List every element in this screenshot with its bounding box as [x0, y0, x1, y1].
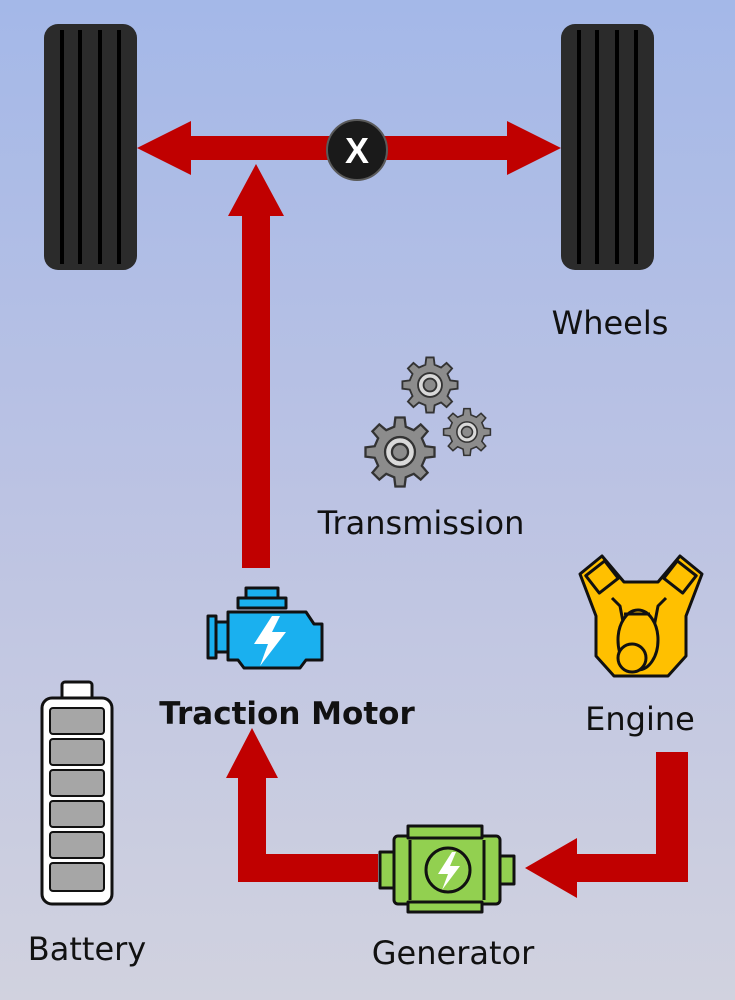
battery-icon — [40, 680, 114, 906]
generator-label: Generator — [371, 934, 535, 972]
traction-motor-label: Traction Motor — [159, 696, 415, 732]
axle-disconnect-marker: X — [326, 119, 388, 181]
engine-label: Engine — [585, 700, 695, 738]
transmission-label: Transmission — [317, 504, 525, 542]
generator-icon — [378, 824, 516, 914]
engine-to-generator-arrow — [525, 752, 688, 898]
axle-marker-text: X — [345, 130, 369, 171]
right-tire-icon — [561, 24, 654, 270]
left-tire-icon — [44, 24, 137, 270]
motor-to-axle-arrow — [228, 164, 284, 568]
wheels-label: Wheels — [551, 304, 669, 342]
battery-label: Battery — [27, 930, 147, 968]
generator-to-motor-arrow — [226, 728, 378, 882]
electric-motor-icon — [206, 586, 324, 670]
engine-icon — [578, 554, 704, 678]
